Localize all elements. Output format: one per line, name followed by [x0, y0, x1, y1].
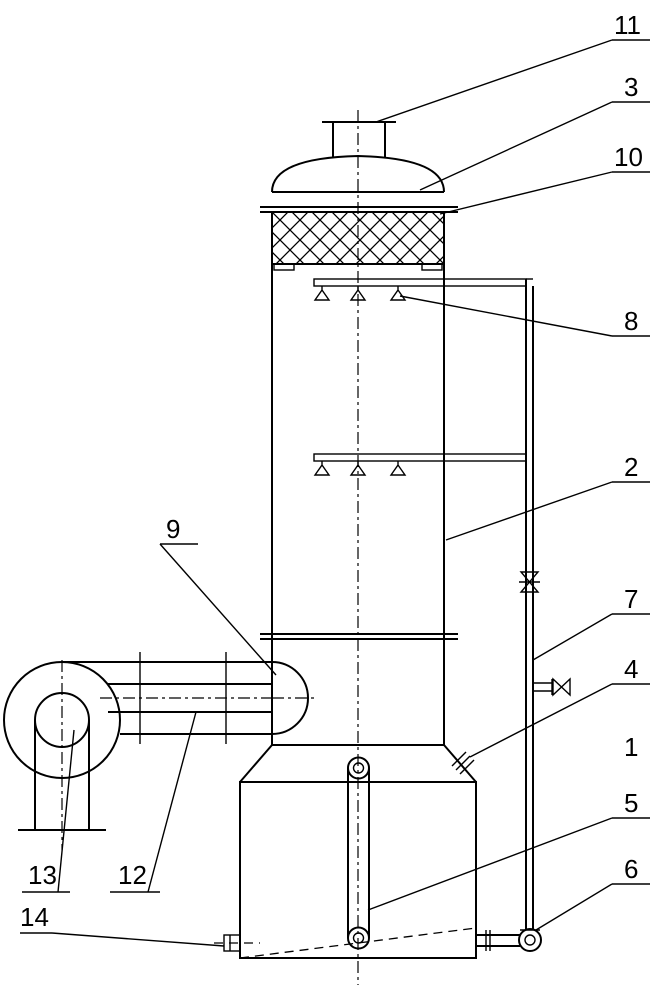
- label-5: 5: [624, 788, 638, 818]
- bottom-drain-nozzle: [214, 934, 260, 952]
- mesh-support-right: [421, 263, 443, 271]
- label-11: 11: [614, 10, 641, 40]
- label-2: 2: [624, 452, 638, 482]
- inlet-duct: [62, 652, 272, 744]
- top-outlet-pipe: [322, 121, 396, 158]
- label-3: 3: [624, 72, 638, 102]
- dome-head: [271, 154, 445, 193]
- tank-outlet-pipe: [476, 930, 520, 951]
- label-6: 6: [624, 854, 638, 884]
- lower-spray-header: [313, 453, 527, 476]
- transition-cone-left: [239, 744, 273, 783]
- label-13: 13: [28, 860, 57, 890]
- label-7: 7: [624, 584, 638, 614]
- label-14: 14: [20, 902, 49, 932]
- tank-bottom-slope: [239, 927, 477, 959]
- label-1: 1: [624, 732, 638, 762]
- demister-mesh: [271, 211, 445, 265]
- transition-cone-right: [443, 744, 477, 783]
- label-12: 12: [118, 860, 147, 890]
- label-4: 4: [624, 654, 638, 684]
- branch-valve: [533, 677, 571, 697]
- leader-lines: [20, 39, 650, 947]
- circulation-pump: [518, 928, 542, 952]
- sight-port: [451, 751, 475, 775]
- circulation-valve: [519, 571, 540, 593]
- fan: [3, 660, 121, 850]
- mesh-support-left: [273, 263, 295, 271]
- label-10: 10: [614, 142, 643, 172]
- upper-spray-header: [313, 278, 527, 301]
- label-9: 9: [166, 514, 180, 544]
- label-8: 8: [624, 306, 638, 336]
- inlet-elbow: [271, 661, 316, 735]
